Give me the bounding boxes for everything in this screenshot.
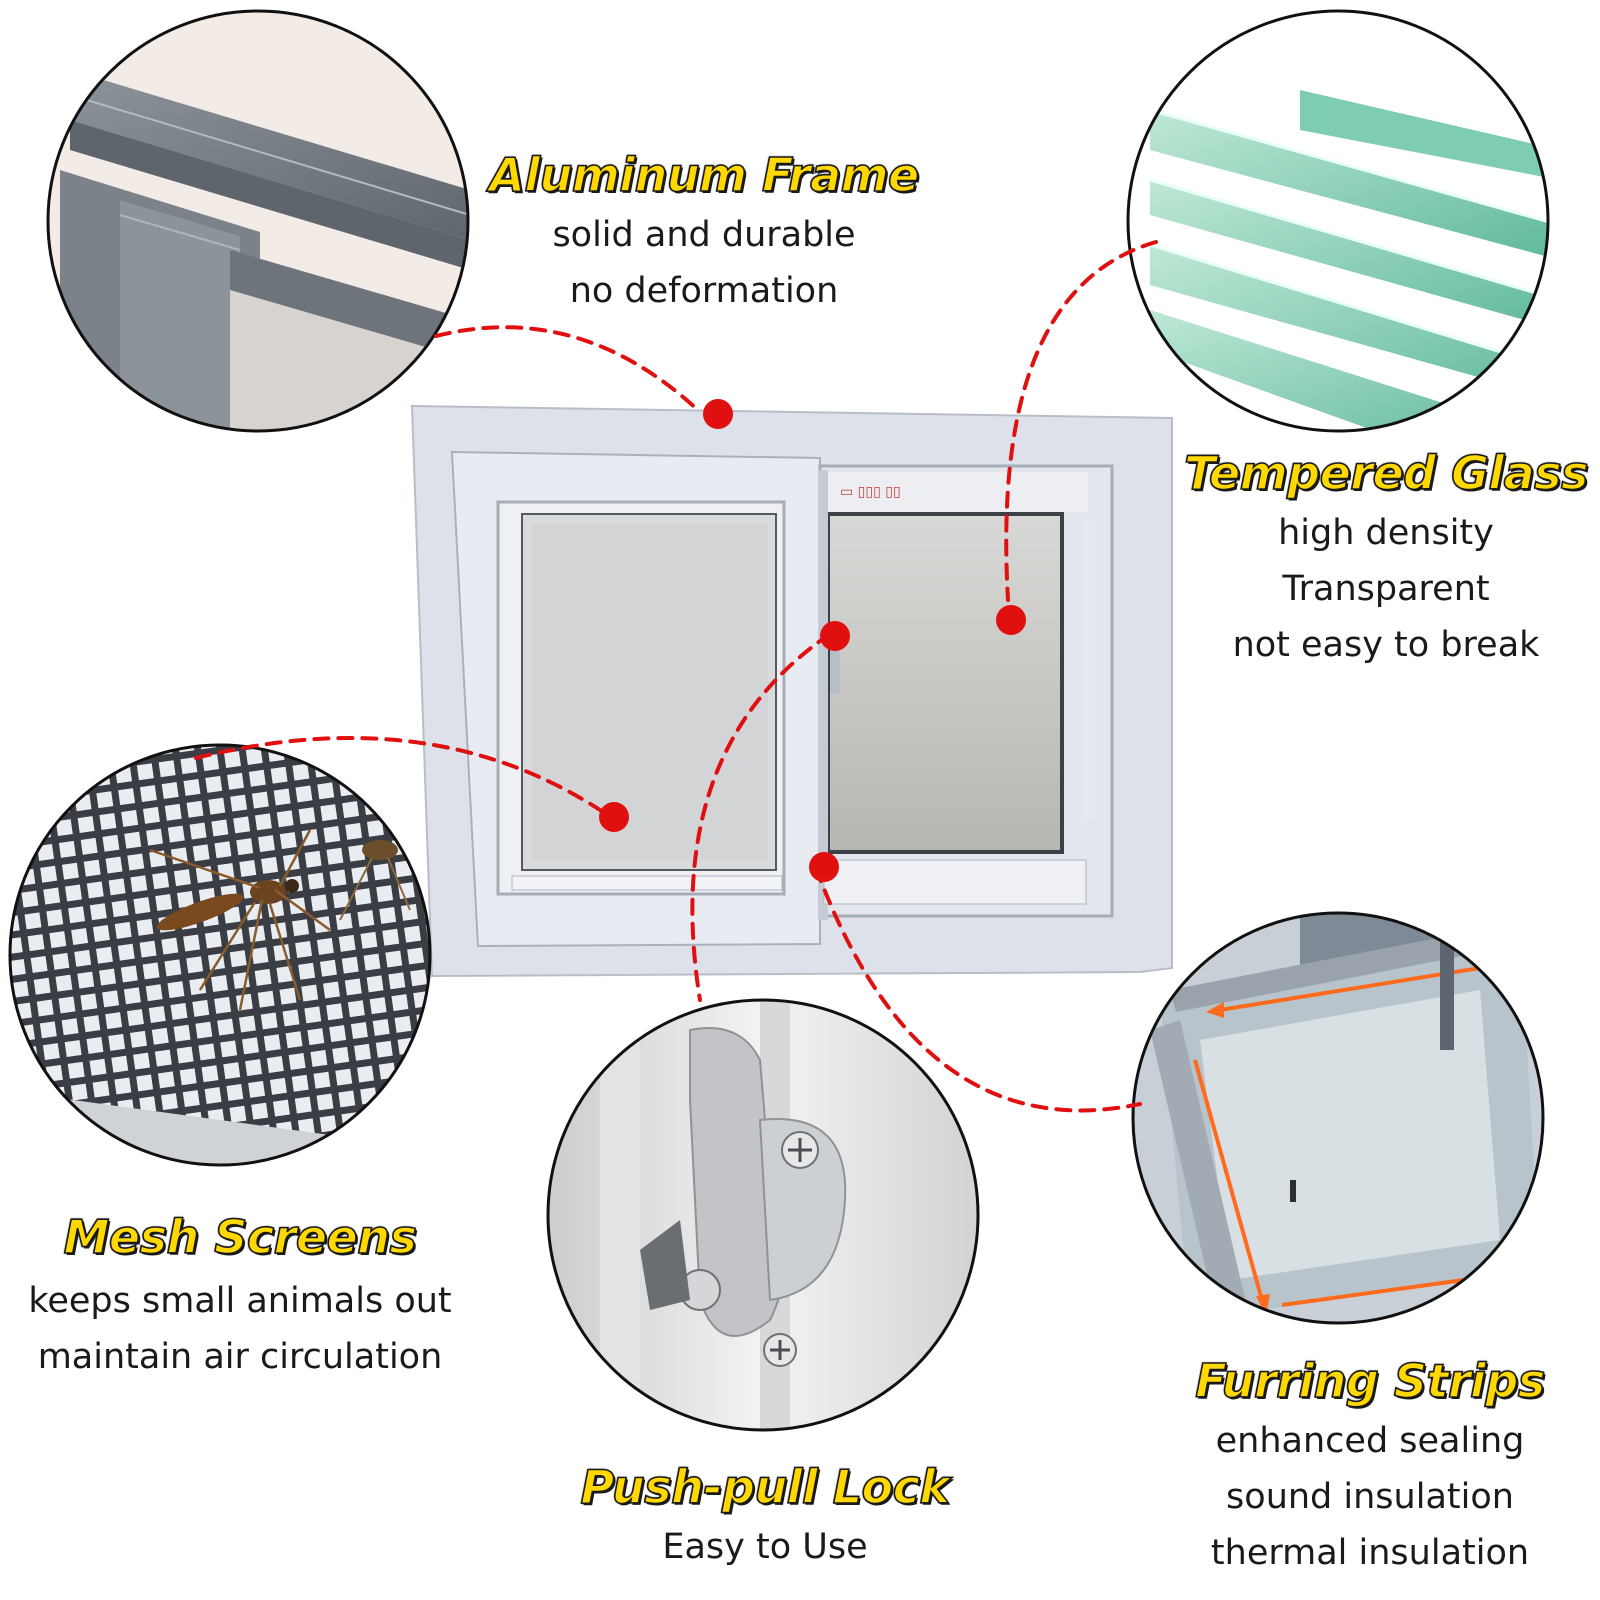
aluminum-frame-title: Aluminum Frame bbox=[488, 148, 920, 202]
callout-dot-glass bbox=[996, 605, 1026, 635]
furring-strips-title: Furring Strips bbox=[1194, 1354, 1546, 1408]
sash-interlock bbox=[818, 470, 828, 920]
furring-strips-line-1: enhanced sealing bbox=[1215, 1421, 1525, 1461]
push-pull-lock-line-1: Easy to Use bbox=[662, 1527, 868, 1567]
mesh-screens-line-1: keeps small animals out bbox=[28, 1281, 452, 1321]
push-pull-lock-title: Push-pull Lock bbox=[580, 1460, 951, 1514]
tempered-glass-line-3: not easy to break bbox=[1232, 625, 1540, 665]
tempered-glass-title: Tempered Glass bbox=[1183, 446, 1589, 500]
mesh-screens-line-2: maintain air circulation bbox=[37, 1337, 443, 1377]
furring-strips-closeup bbox=[1131, 911, 1545, 1325]
callout-line-lock bbox=[690, 632, 832, 1002]
callout-dot-mesh bbox=[599, 802, 629, 832]
callout-line-mesh bbox=[194, 736, 602, 812]
callout-line-frame bbox=[434, 325, 702, 414]
mesh-screens-title: Mesh Screens bbox=[63, 1210, 418, 1264]
callout-dot-lock bbox=[820, 621, 850, 651]
callout-dots bbox=[599, 399, 1026, 882]
push-pull-lock-closeup bbox=[546, 998, 980, 1432]
mesh-screen-closeup bbox=[8, 743, 432, 1167]
callout-line-strip bbox=[814, 866, 1142, 1113]
callout-line-glass bbox=[1004, 240, 1158, 602]
callout-dot-frame bbox=[703, 399, 733, 429]
svg-text:▭ ▯▯▯ ▯▯: ▭ ▯▯▯ ▯▯ bbox=[840, 484, 901, 500]
right-glass-pane bbox=[826, 512, 1064, 854]
callout-dot-strip bbox=[809, 852, 839, 882]
strip-arrow-top bbox=[1219, 966, 1481, 1012]
sliding-window-photo: ▭ ▯▯▯ ▯▯ bbox=[410, 404, 1173, 978]
mosquito-illustration bbox=[149, 829, 411, 1011]
tempered-glass-line-1: high density bbox=[1278, 513, 1494, 553]
window-handle[interactable] bbox=[830, 650, 840, 694]
aluminum-frame-closeup bbox=[46, 9, 470, 433]
tempered-glass-line-2: Transparent bbox=[1282, 569, 1490, 609]
aluminum-frame-line-2: no deformation bbox=[569, 271, 839, 311]
aluminum-frame-line-1: solid and durable bbox=[552, 215, 856, 255]
strip-arrow-side bbox=[1193, 1059, 1264, 1301]
tempered-glass-closeup bbox=[1126, 9, 1550, 433]
callout-lines bbox=[194, 240, 1158, 1113]
furring-strips-line-3: thermal insulation bbox=[1210, 1533, 1530, 1573]
furring-strips-line-2: sound insulation bbox=[1226, 1477, 1514, 1517]
